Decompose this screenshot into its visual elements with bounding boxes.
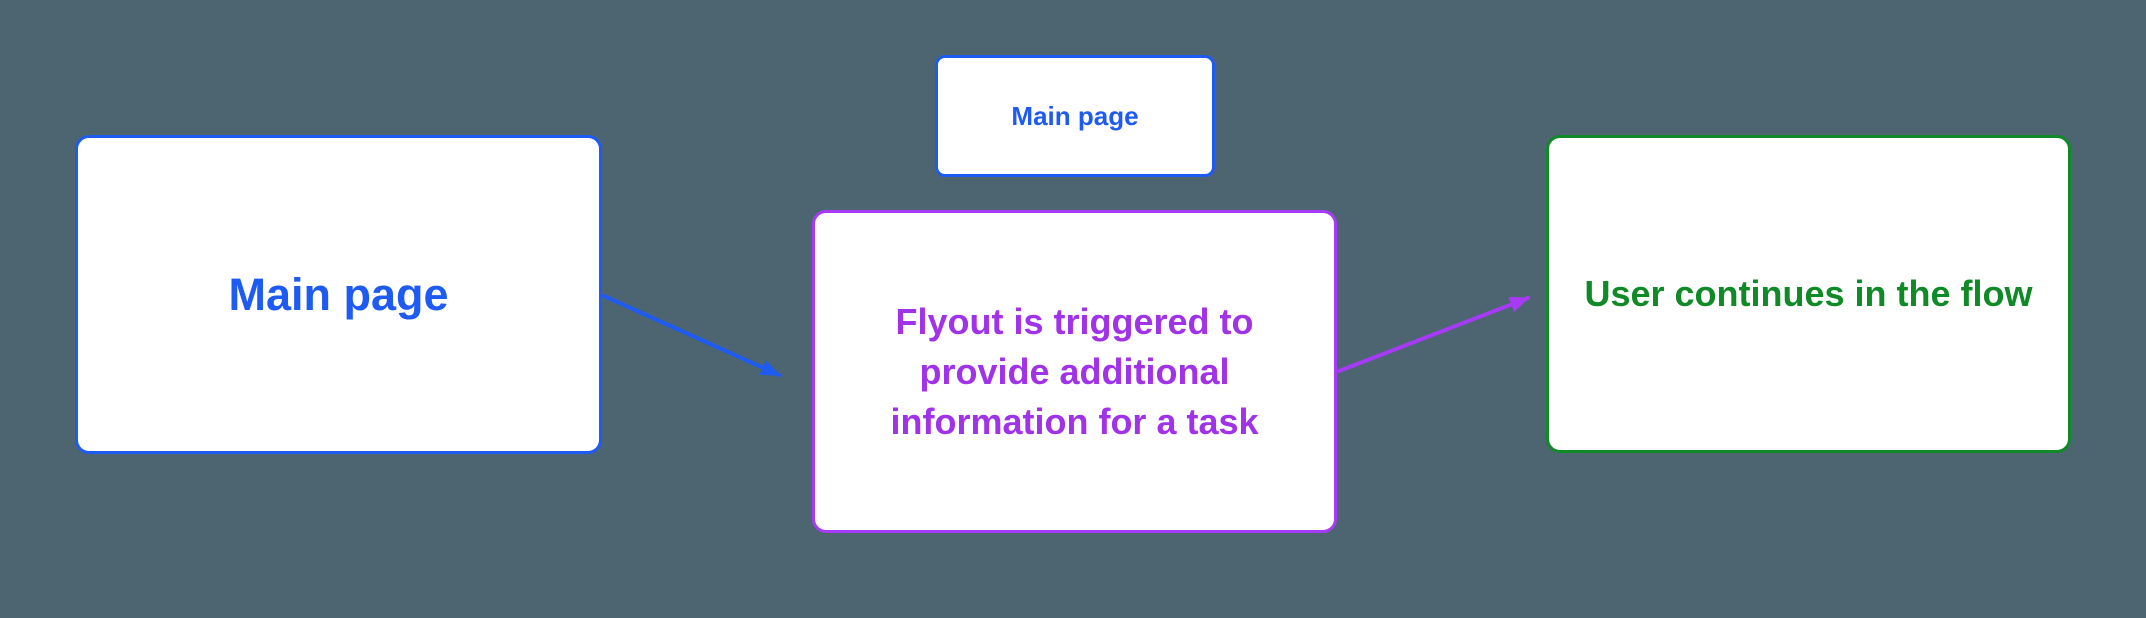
- node-main-page-mini-label: Main page: [1011, 100, 1139, 131]
- node-user-continues[interactable]: User continues in the flow: [1546, 135, 2071, 453]
- node-flyout-triggered[interactable]: Flyout is triggered to provide additiona…: [812, 210, 1337, 533]
- node-flyout-triggered-label: Flyout is triggered to provide additiona…: [890, 300, 1259, 442]
- connector-flyout-to-continue[interactable]: [1337, 296, 1530, 373]
- node-user-continues-label: User continues in the flow: [1584, 273, 2033, 314]
- node-main-page-mini[interactable]: Main page: [935, 55, 1215, 177]
- node-main-page-label: Main page: [228, 268, 449, 320]
- connector-main-to-flyout[interactable]: [602, 294, 781, 377]
- node-main-page[interactable]: Main page: [75, 135, 602, 454]
